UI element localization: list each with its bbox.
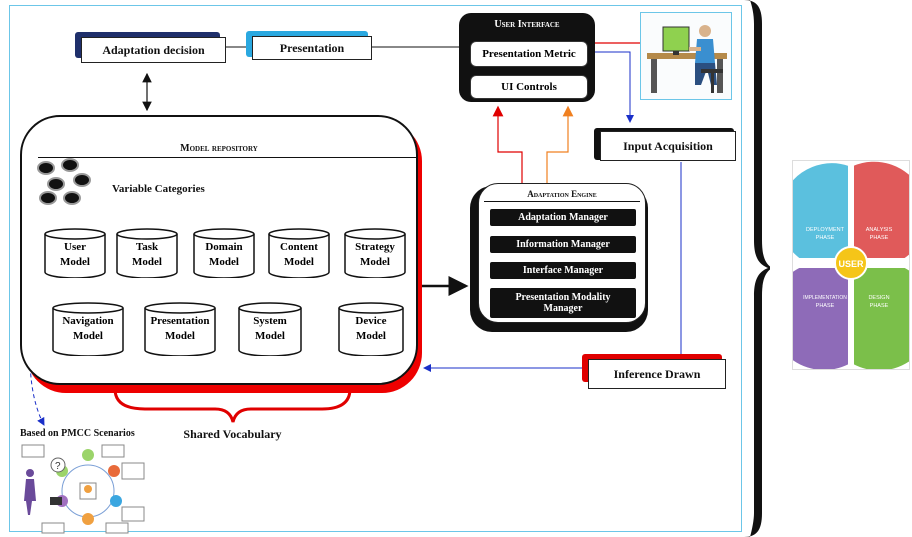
model-name: Strategy	[355, 241, 395, 253]
arrow-engine-ui-orange	[546, 105, 574, 183]
adaptation-decision-label: Adaptation decision	[102, 42, 205, 57]
arrow-ui-input	[595, 51, 634, 123]
ui-controls-button: UI Controls	[470, 75, 588, 99]
model-name: Navigation	[62, 315, 114, 327]
model-suffix: Model	[73, 330, 103, 342]
manager-label: Manager	[543, 303, 583, 314]
user-center-circle	[834, 246, 868, 280]
implementation-line2: PHASE	[816, 303, 835, 309]
model-name: Device	[355, 315, 387, 327]
svg-text:?: ?	[55, 461, 61, 472]
inference-drawn-box: Inference Drawn	[588, 359, 726, 389]
model-suffix: Model	[132, 256, 162, 268]
variable-categories-label: Variable Categories	[112, 183, 205, 195]
model-suffix: Model	[360, 256, 390, 268]
manager-0: Adaptation Manager	[490, 209, 636, 226]
manager-1: Information Manager	[490, 236, 636, 253]
model-name: Task	[135, 241, 159, 253]
user-interface-title: User Interface	[494, 19, 560, 30]
adaptation-decision-box: Adaptation decision	[81, 37, 226, 63]
model-repository-title: Model repository	[180, 143, 258, 154]
model-name: User	[64, 241, 86, 253]
implementation-line1: IMPLEMENTATION	[803, 295, 847, 301]
presentation-metric-label: Presentation Metric	[482, 48, 576, 60]
presentation-label: Presentation	[279, 40, 345, 55]
presentation-box: Presentation	[252, 36, 372, 60]
analysis-phase-segment	[852, 159, 912, 260]
pmcc-scenario-image: ?	[21, 444, 145, 534]
model-suffix: Model	[209, 256, 239, 268]
model-name: Domain	[205, 241, 243, 253]
manager-2: Interface Manager	[490, 262, 636, 279]
engine-divider	[484, 201, 640, 202]
manager-label: Presentation Modality	[515, 292, 611, 303]
implementation-phase-segment	[768, 266, 850, 372]
inference-drawn-label: Inference Drawn	[613, 366, 701, 381]
design-line2: PHASE	[870, 303, 889, 309]
repository-divider	[38, 157, 418, 158]
shared-vocabulary-brace	[113, 388, 352, 423]
deployment-line2: PHASE	[816, 235, 835, 241]
pmcc-scenarios-label: Based on PMCC Scenarios	[20, 428, 135, 439]
manager-label: Interface Manager	[522, 265, 604, 276]
user-workstation-image	[640, 12, 732, 100]
right-brace	[744, 0, 770, 537]
model-suffix: Model	[60, 256, 90, 268]
adaptation-engine-title: Adaptation Engine	[527, 189, 597, 199]
presentation-metric-button: Presentation Metric	[470, 41, 588, 67]
design-phase-segment	[852, 266, 912, 373]
workstation-icon	[647, 25, 727, 93]
model-name: System	[253, 315, 287, 327]
variable-chips-icon	[37, 158, 91, 205]
model-suffix: Model	[284, 256, 314, 268]
design-line1: DESIGN	[868, 295, 889, 301]
model-suffix: Model	[356, 330, 386, 342]
analysis-line1: ANALYSIS	[866, 227, 893, 233]
phase-cycle-diagram: USER DEPLOYMENT PHASE ANALYSIS PHASE DES…	[768, 159, 912, 373]
cycle-center-label: USER	[838, 259, 864, 269]
ui-controls-label: UI Controls	[501, 81, 557, 93]
input-acquisition-box: Input Acquisition	[600, 131, 736, 161]
manager-label: Adaptation Manager	[518, 212, 608, 223]
diagram-frame	[9, 5, 742, 532]
model-name: Content	[280, 241, 318, 253]
model-suffix: Model	[165, 330, 195, 342]
input-acquisition-label: Input Acquisition	[623, 138, 713, 153]
analysis-line2: PHASE	[870, 235, 889, 241]
phase-cycle-panel: USER DEPLOYMENT PHASE ANALYSIS PHASE DES…	[768, 159, 912, 373]
shared-vocabulary-label: Shared Vocabulary	[183, 427, 282, 441]
model-name: Presentation	[150, 315, 210, 327]
model-suffix: Model	[255, 330, 285, 342]
arrow-engine-ui-red	[492, 105, 523, 183]
deployment-line1: DEPLOYMENT	[806, 227, 845, 233]
manager-label: Information Manager	[516, 239, 610, 250]
deployment-phase-segment	[777, 161, 850, 260]
